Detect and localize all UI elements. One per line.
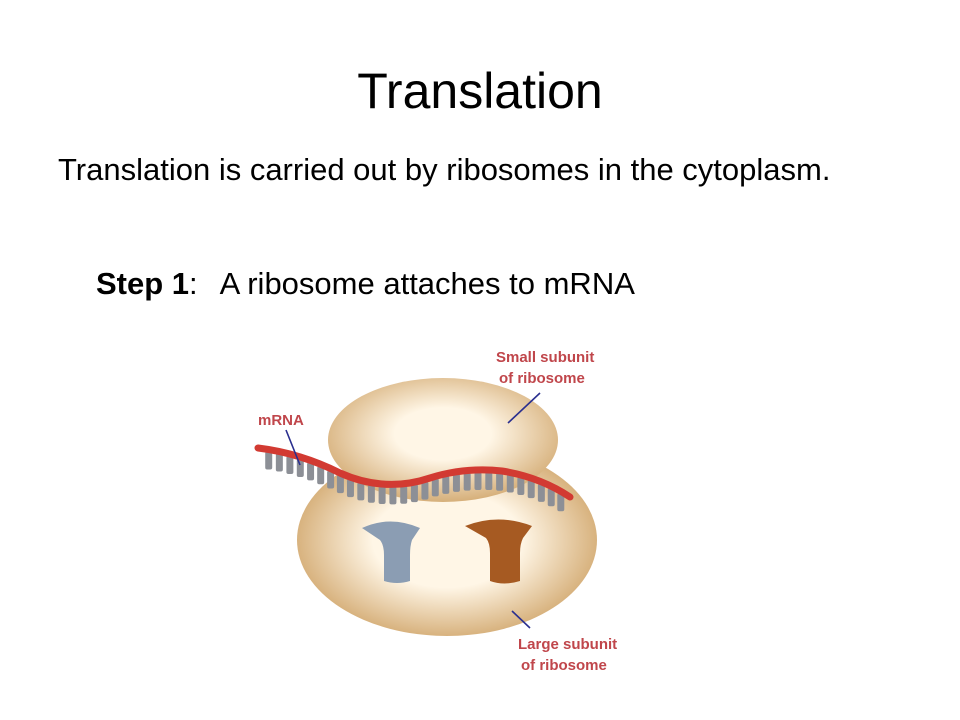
step-separator: :: [189, 266, 198, 301]
nucleotide-base: [410, 484, 418, 503]
trna-site-right: [465, 519, 532, 584]
nucleotide-base: [327, 470, 335, 489]
mrna-nucleotide-bases: [265, 451, 565, 512]
mrna-strand: [254, 444, 574, 501]
nucleotide-base: [389, 486, 397, 505]
nucleotide-base: [421, 481, 429, 500]
small-subunit-label-line2: of ribosome: [499, 370, 585, 387]
nucleotide-base: [286, 456, 294, 475]
nucleotide-base: [463, 472, 471, 491]
mrna-pointer: [285, 429, 301, 466]
nucleotide-base: [537, 483, 545, 502]
step-line: Step 1: A ribosome attaches to mRNA: [96, 262, 896, 306]
nucleotide-base: [307, 462, 315, 481]
nucleotide-base: [367, 484, 375, 503]
ribosome-diagram-svg: Small subunit of ribosome mRNA Large sub…: [254, 349, 617, 674]
step-label: Step 1: [96, 266, 190, 301]
nucleotide-base: [336, 475, 344, 494]
nucleotide-base: [265, 451, 273, 470]
nucleotide-base: [400, 485, 408, 504]
nucleotide-base: [496, 472, 504, 491]
nucleotide-base: [517, 476, 525, 495]
nucleotide-base: [506, 474, 514, 493]
nucleotide-base: [557, 493, 565, 512]
nucleotide-base: [442, 475, 450, 494]
slide-title: Translation: [357, 63, 603, 119]
nucleotide-base: [275, 453, 283, 472]
large-subunit-label-line2: of ribosome: [521, 657, 607, 674]
slide-body-text: Translation is carried out by ribosomes …: [58, 152, 831, 187]
nucleotide-base: [474, 471, 482, 490]
nucleotide-base: [547, 488, 555, 507]
mrna-label: mRNA: [258, 412, 304, 429]
nucleotide-base: [357, 482, 365, 501]
nucleotide-base: [452, 473, 460, 492]
nucleotide-base: [346, 479, 354, 498]
large-subunit-pointer: [511, 610, 531, 629]
nucleotide-base: [378, 486, 386, 505]
nucleotide-base: [317, 466, 325, 485]
small-subunit-pointer: [507, 392, 541, 424]
nucleotide-base: [527, 480, 535, 499]
ribosome-diagram: Small subunit of ribosome mRNA Large sub…: [240, 335, 660, 690]
step-text: A ribosome attaches to mRNA: [219, 266, 635, 301]
nucleotide-base: [485, 472, 493, 491]
nucleotide-base: [431, 478, 439, 497]
trna-site-left: [362, 521, 420, 583]
small-subunit-label-line1: Small subunit: [496, 349, 594, 366]
large-subunit-label-line1: Large subunit: [518, 636, 617, 653]
